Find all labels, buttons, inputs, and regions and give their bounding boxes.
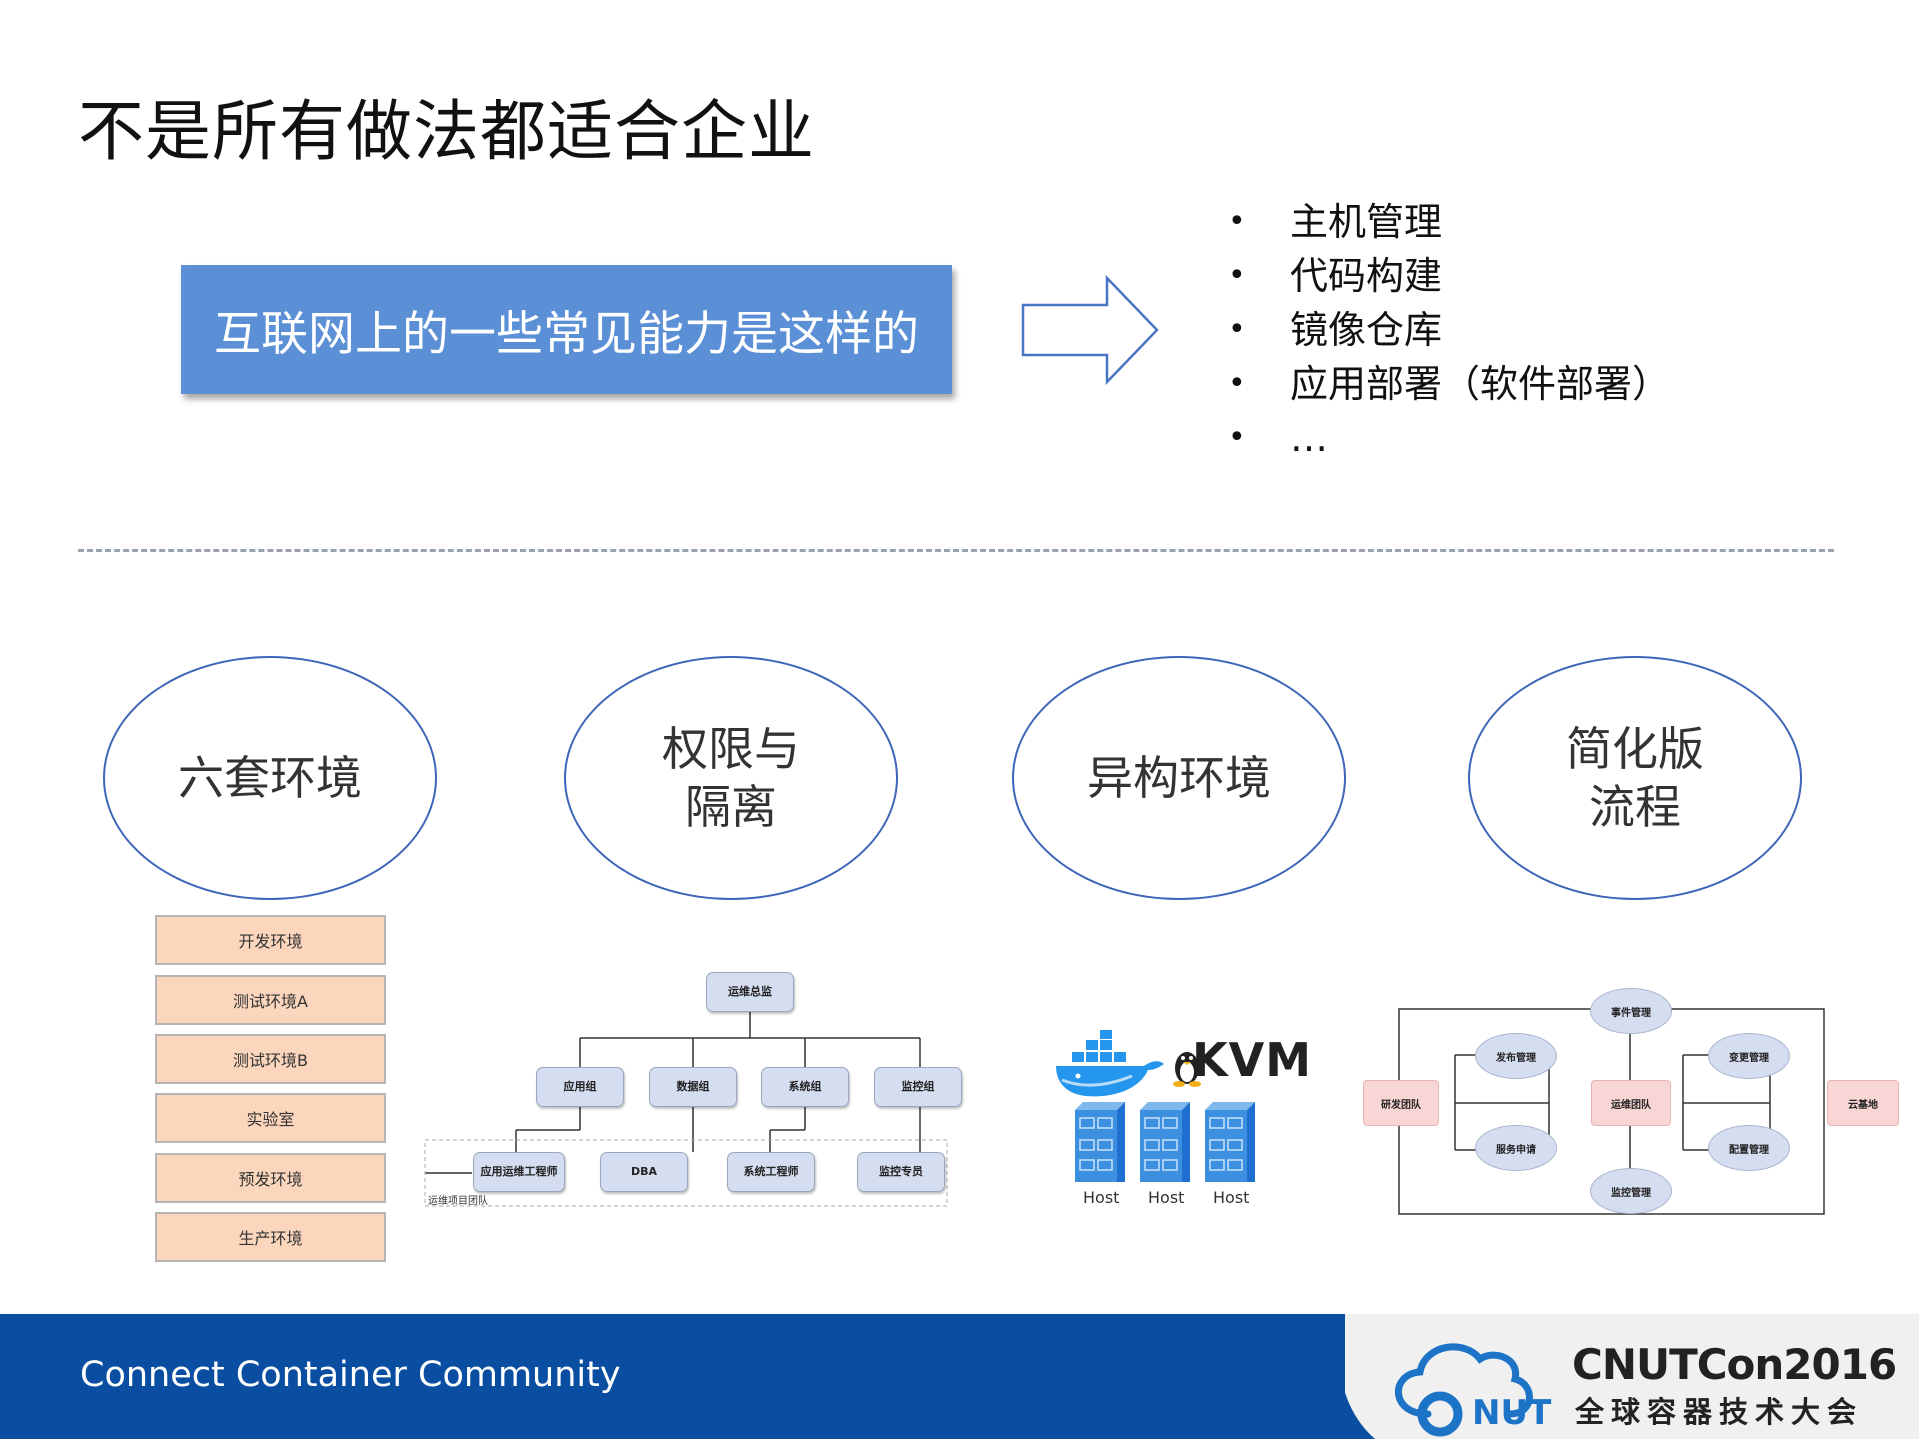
bullet-icon: • xyxy=(1228,420,1246,455)
ellipse-permission-isolation: 权限与 隔离 xyxy=(564,656,898,900)
env-box: 开发环境 xyxy=(155,915,386,965)
env-box: 测试环境B xyxy=(155,1034,386,1084)
list-item-text: 镜像仓库 xyxy=(1290,308,1443,352)
flow-node-center: 运维团队 xyxy=(1591,1080,1671,1126)
right-arrow-icon xyxy=(1021,275,1159,385)
brand-name: CNUTCon2016 xyxy=(1572,1340,1897,1389)
bullet-icon: • xyxy=(1228,312,1246,347)
ellipse-label: 六套环境 xyxy=(178,751,362,805)
flow-node-right-bottom: 配置管理 xyxy=(1708,1125,1790,1171)
host-label: Host xyxy=(1083,1188,1120,1207)
team-label: 运维项目团队 xyxy=(428,1196,488,1207)
server-host-icons xyxy=(1075,1102,1255,1182)
bullet-icon: • xyxy=(1228,366,1246,401)
ellipse-label: 简化版 xyxy=(1566,722,1704,776)
org-node-root: 运维总监 xyxy=(706,972,794,1012)
env-box: 生产环境 xyxy=(155,1212,386,1262)
org-node-role: 监控专员 xyxy=(857,1152,945,1192)
flow-node-left-top: 发布管理 xyxy=(1475,1033,1557,1079)
slide-title: 不是所有做法都适合企业 xyxy=(78,93,815,170)
env-box: 测试环境A xyxy=(155,975,386,1025)
env-box: 实验室 xyxy=(155,1093,386,1143)
ellipse-label: 权限与 xyxy=(662,722,800,776)
org-node-role: 应用运维工程师 xyxy=(473,1152,565,1192)
flow-node-top: 事件管理 xyxy=(1590,988,1672,1034)
kvm-logo-text: KVM xyxy=(1192,1033,1313,1087)
env-box: 预发环境 xyxy=(155,1153,386,1203)
bullet-icon: • xyxy=(1228,258,1246,293)
dashed-divider xyxy=(78,549,1834,552)
callout-text: 互联网上的一些常见能力是这样的 xyxy=(214,307,919,362)
org-node-role: DBA xyxy=(600,1152,688,1192)
ellipse-simplified-process: 简化版 流程 xyxy=(1468,656,1802,900)
flow-node-bottom: 监控管理 xyxy=(1590,1168,1672,1214)
org-chart-lines xyxy=(424,1010,948,1207)
brand-subtitle: 全球容器技术大会 xyxy=(1575,1395,1864,1429)
host-label: Host xyxy=(1148,1188,1185,1207)
bullet-icon: • xyxy=(1228,204,1246,239)
cloud-icon xyxy=(1394,1343,1533,1437)
ellipse-label: 异构环境 xyxy=(1087,751,1271,805)
flow-node-right: 云基地 xyxy=(1827,1080,1899,1126)
host-label: Host xyxy=(1213,1188,1250,1207)
cnutcon-logo-panel xyxy=(1345,1314,1919,1439)
tux-penguin-icon xyxy=(1173,1052,1201,1087)
list-item-text: 主机管理 xyxy=(1290,200,1443,244)
ellipse-heterogeneous-environment: 异构环境 xyxy=(1012,656,1346,900)
list-item-text: 代码构建 xyxy=(1290,254,1443,298)
logo-letters: NUT xyxy=(1472,1393,1552,1433)
org-node-group: 系统组 xyxy=(761,1067,849,1107)
org-node-group: 监控组 xyxy=(874,1067,962,1107)
flow-node-left: 研发团队 xyxy=(1363,1080,1439,1126)
footer-tagline: Connect Container Community xyxy=(80,1355,621,1395)
list-item-text: 应用部署（软件部署） xyxy=(1290,362,1671,406)
docker-whale-icon xyxy=(1056,1030,1164,1097)
ellipse-six-environments: 六套环境 xyxy=(103,656,437,900)
org-node-group: 应用组 xyxy=(536,1067,624,1107)
org-node-role: 系统工程师 xyxy=(727,1152,815,1192)
callout-box: 互联网上的一些常见能力是这样的 xyxy=(181,265,952,394)
org-node-group: 数据组 xyxy=(649,1067,737,1107)
ellipse-label-line2: 流程 xyxy=(1589,780,1681,834)
flow-node-right-top: 变更管理 xyxy=(1708,1033,1790,1079)
flow-node-left-bottom: 服务申请 xyxy=(1475,1125,1557,1171)
list-item-text: … xyxy=(1290,416,1328,460)
ellipse-label-line2: 隔离 xyxy=(685,780,777,834)
